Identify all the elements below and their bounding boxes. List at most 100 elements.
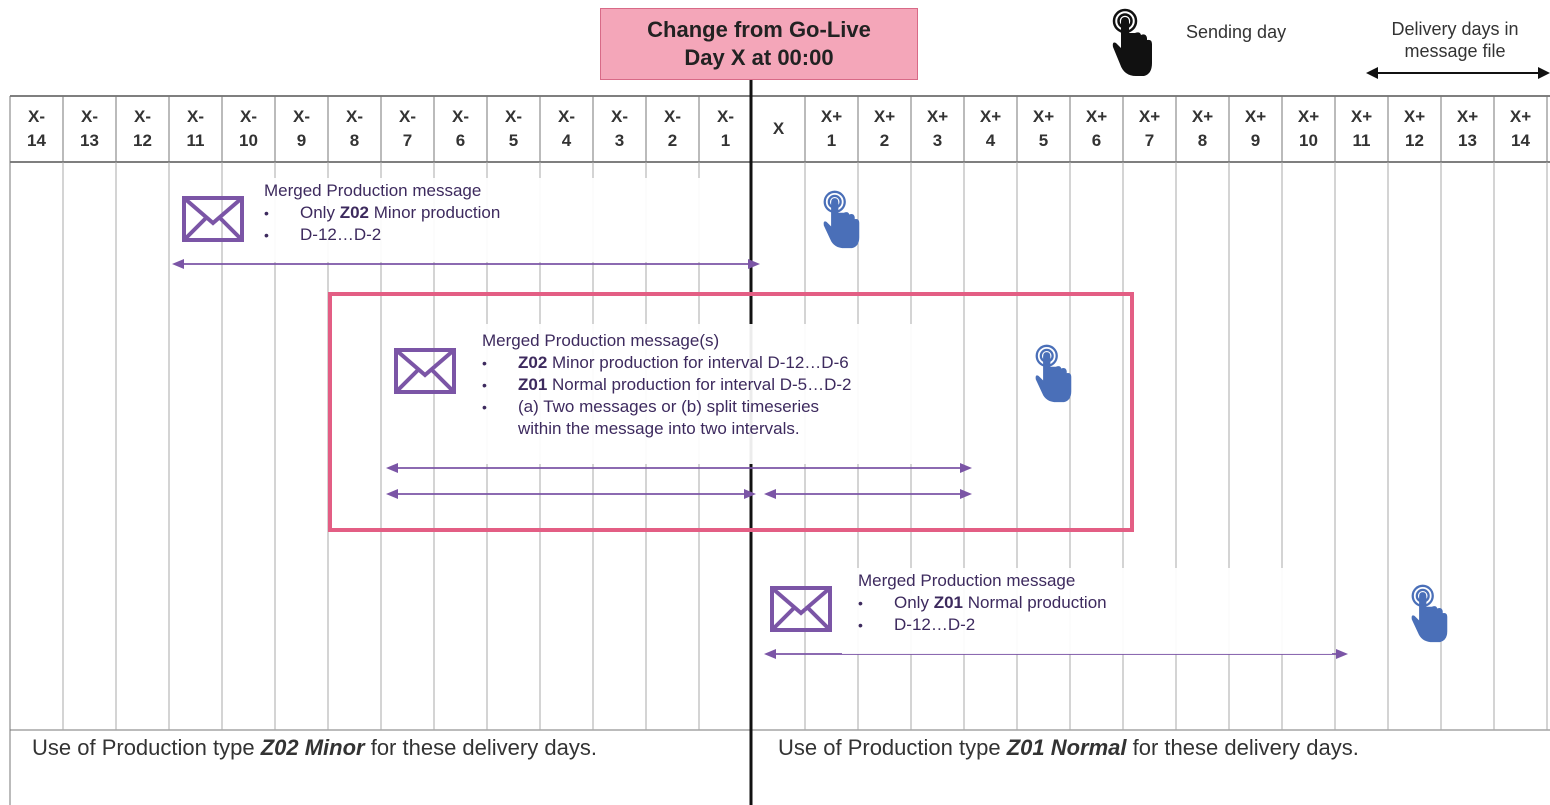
day-header-number: 2: [879, 131, 890, 150]
day-header-prefix: X-: [399, 107, 416, 126]
day-header-number: 9: [296, 131, 307, 150]
pointing-hand-icon: [1035, 344, 1072, 403]
day-header-number: 1: [720, 131, 731, 150]
footer-right-text: Use of Production type Z01 Normal for th…: [778, 735, 1359, 761]
message-2-arrow-normal-head-right: [960, 489, 972, 499]
day-header-cell: X+12: [1388, 98, 1441, 160]
day-header-prefix: X-: [452, 107, 469, 126]
message-3-bullet-1-pre: Only: [894, 593, 934, 612]
envelope-icon: [394, 348, 456, 394]
message-1-title: Merged Production message: [264, 181, 482, 200]
day-header-number: 5: [1038, 131, 1049, 150]
day-header-prefix: X-: [717, 107, 734, 126]
day-header-prefix: X-: [81, 107, 98, 126]
message-2-bullet-2-text: Normal production for interval D-5…D-2: [547, 375, 852, 394]
message-1-interval: D-12…D-2: [300, 225, 382, 244]
message-2-bullet-1: Z02 Minor production for interval D-12…D…: [482, 352, 852, 374]
day-header-prefix: X+: [873, 107, 896, 126]
day-header-number: 13: [80, 131, 99, 150]
message-3-title: Merged Production message: [858, 571, 1076, 590]
day-header-cell: X- 9: [275, 98, 328, 160]
footer-left-text: Use of Production type Z02 Minor for the…: [32, 735, 597, 761]
day-header-number: 13: [1458, 131, 1477, 150]
day-header-cell: X- 1: [699, 98, 752, 160]
message-1-bullet-2: D-12…D-2: [264, 224, 500, 246]
envelope-icon: [770, 586, 832, 632]
message-2-bullet-2: Z01 Normal production for interval D-5…D…: [482, 374, 852, 396]
message-1-code: Z02: [339, 203, 369, 222]
day-header-prefix: X+: [1509, 107, 1532, 126]
message-2-arrow-full-head-right: [960, 463, 972, 473]
day-header-cell: X+ 3: [911, 98, 964, 160]
day-header-number: 3: [932, 131, 943, 150]
message-2-bullet-1-text: Minor production for interval D-12…D-6: [547, 353, 849, 372]
message-1-bullet-1: Only Z02 Minor production: [264, 202, 500, 224]
footer-left-type: Z02 Minor: [260, 735, 365, 760]
message-3-interval: D-12…D-2: [894, 615, 976, 634]
footer-right-type: Z01 Normal: [1006, 735, 1127, 760]
day-header-prefix: X+: [979, 107, 1002, 126]
envelope-icon: [182, 196, 244, 242]
day-header-prefix: X+: [1191, 107, 1214, 126]
day-header-cell: X+ 7: [1123, 98, 1176, 160]
message-2-text: Merged Production message(s) Z02 Minor p…: [482, 330, 852, 440]
day-header-number: 1: [826, 131, 837, 150]
day-header-cell: X+10: [1282, 98, 1335, 160]
pointing-hand-icon: [1112, 8, 1152, 76]
day-header-cell: X+ 4: [964, 98, 1017, 160]
day-header-prefix: X+: [926, 107, 949, 126]
message-3-bullet-1-post: Normal production: [962, 593, 1107, 612]
day-header-number: 12: [133, 131, 152, 150]
day-header-number: 7: [1144, 131, 1155, 150]
message-2-arrow-full-head-left: [386, 463, 398, 473]
day-header-number: 5: [508, 131, 519, 150]
day-header-prefix: X-: [187, 107, 204, 126]
day-header-prefix: X+: [1297, 107, 1320, 126]
message-2-arrow-minor-head-left: [386, 489, 398, 499]
day-header-prefix: X-: [558, 107, 575, 126]
day-header-cell: X+6: [1070, 98, 1123, 160]
day-header-cell: X-10: [222, 98, 275, 160]
message-1-bullet-1-pre: Only: [300, 203, 340, 222]
message-3-bullet-2: D-12…D-2: [858, 614, 1107, 636]
day-header-cell: X- 3: [593, 98, 646, 160]
day-header-number: 3: [614, 131, 625, 150]
day-header-prefix: X: [772, 119, 785, 138]
day-header-cell: X-12: [116, 98, 169, 160]
day-header-cell: X- 6: [434, 98, 487, 160]
day-header-prefix: X+: [1403, 107, 1426, 126]
day-header-prefix: X+: [1138, 107, 1161, 126]
day-header-prefix: X-: [346, 107, 363, 126]
highlight-frame: [328, 292, 1134, 532]
day-header-cell: X- 13: [63, 98, 116, 160]
day-header-cell: X-5: [487, 98, 540, 160]
day-header-prefix: X+: [1085, 107, 1108, 126]
day-header-number: 10: [239, 131, 258, 150]
day-header-prefix: X-: [28, 107, 45, 126]
day-header-cell: X-11: [169, 98, 222, 160]
day-header-prefix: X-: [611, 107, 628, 126]
day-header-number: 4: [985, 131, 996, 150]
day-header-prefix: X-: [293, 107, 310, 126]
message-2-bullet-3-line-2: within the message into two intervals.: [518, 419, 800, 438]
legend-sending-day-label: Sending day: [1186, 22, 1287, 42]
day-header-prefix: X+: [1350, 107, 1373, 126]
footer-left-pre: Use of Production type: [32, 735, 261, 760]
message-2-code-1: Z02: [518, 353, 548, 372]
day-header-prefix: X+: [820, 107, 843, 126]
pointing-hand-icon: [1411, 584, 1448, 643]
day-header-cell: X- 4: [540, 98, 593, 160]
day-header-cell: X+8: [1176, 98, 1229, 160]
footer-right-post: for these delivery days.: [1126, 735, 1359, 760]
day-header-cell: X-2: [646, 98, 699, 160]
day-header-cell: X+14: [1494, 98, 1547, 160]
day-header-cell: X+9: [1229, 98, 1282, 160]
day-header-number: 4: [561, 131, 572, 150]
message-1-arrow-head-left: [172, 259, 184, 269]
day-header-cell: X- 8: [328, 98, 381, 160]
day-header-number: 2: [667, 131, 678, 150]
message-3-bullet-1: Only Z01 Normal production: [858, 592, 1107, 614]
footer-left-post: for these delivery days.: [364, 735, 597, 760]
day-header-number: 6: [455, 131, 466, 150]
day-header-number: 8: [349, 131, 360, 150]
